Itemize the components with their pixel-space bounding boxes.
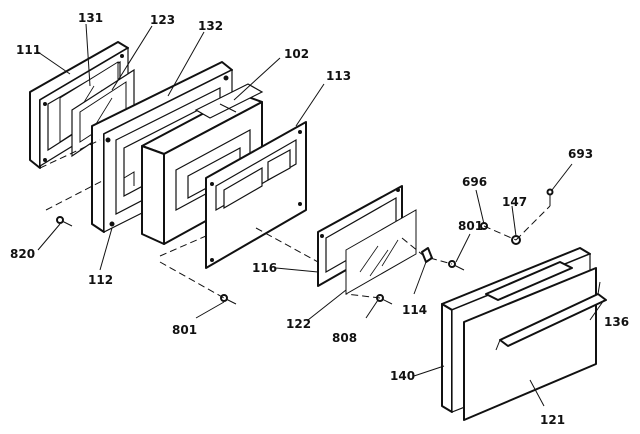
label-132: 132 xyxy=(198,19,223,33)
part-113-inner-panel xyxy=(205,121,307,269)
part-122-door-glass xyxy=(345,209,417,295)
label-123: 123 xyxy=(150,13,175,27)
leader-lines xyxy=(37,23,605,407)
label-116: 116 xyxy=(252,261,277,275)
label-696: 696 xyxy=(462,175,487,189)
screw-820 xyxy=(56,216,73,227)
label-140: 140 xyxy=(390,369,415,383)
label-122: 122 xyxy=(286,317,311,331)
part-136-handle xyxy=(485,261,607,351)
screw-808 xyxy=(376,294,393,305)
screw-801-left xyxy=(220,294,237,305)
label-111: 111 xyxy=(16,43,41,57)
alignment-lines xyxy=(39,139,551,299)
label-112: 112 xyxy=(88,273,113,287)
label-136: 136 xyxy=(604,315,629,329)
label-121: 121 xyxy=(540,413,565,427)
label-801-left: 801 xyxy=(172,323,197,337)
label-114: 114 xyxy=(402,303,427,317)
part-693 xyxy=(546,188,554,206)
label-808: 808 xyxy=(332,331,357,345)
label-113: 113 xyxy=(326,69,351,83)
label-693: 693 xyxy=(568,147,593,161)
label-147: 147 xyxy=(502,195,527,209)
part-labels: 111 131 123 132 102 113 820 112 116 801 … xyxy=(10,11,629,427)
label-820: 820 xyxy=(10,247,35,261)
label-801-right: 801 xyxy=(458,219,483,233)
label-131: 131 xyxy=(78,11,103,25)
label-102: 102 xyxy=(284,47,309,61)
screw-801-right xyxy=(448,260,465,271)
part-121-door-panel xyxy=(463,267,597,421)
clip-114 xyxy=(421,247,433,263)
